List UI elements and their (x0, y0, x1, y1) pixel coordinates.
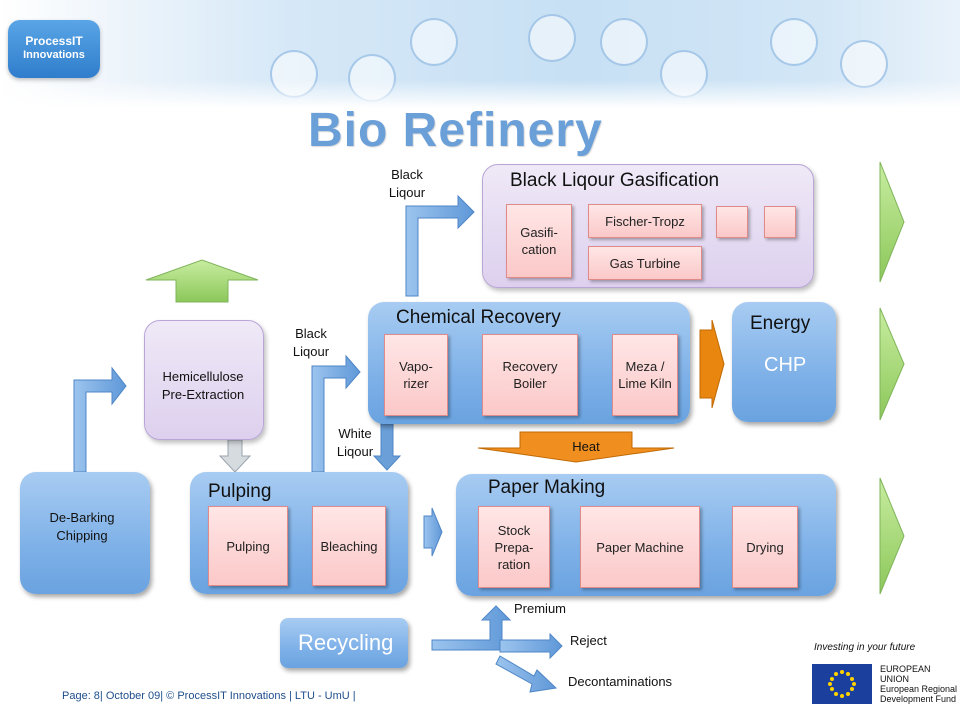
heat-arrow (477, 431, 675, 463)
decontamination-label: Decontaminations (568, 674, 673, 689)
green-right-arrow-2 (879, 307, 905, 421)
orange-right-arrow (699, 319, 725, 409)
blue-bent-arrow-2 (311, 354, 361, 473)
recycling-label: Recycling (298, 630, 394, 655)
network-icon (410, 18, 458, 66)
green-right-arrow-1 (879, 161, 905, 283)
blue-bent-arrow-3 (405, 194, 475, 297)
blue-bent-arrow-1 (73, 366, 127, 473)
fischer-tropz-box: Fischer-Tropz (588, 204, 702, 238)
vaporizer-box: Vapo- rizer (384, 334, 448, 416)
empty-box-1 (716, 206, 748, 238)
hemicellulose-panel (144, 320, 264, 440)
pulping-box: Pulping (208, 506, 288, 586)
chemical-recovery-input-label: Black Liqour (292, 326, 330, 359)
satellite-icon (528, 14, 576, 62)
debarking-label: De-Barking Chipping (49, 510, 115, 543)
paper-machine-box: Paper Machine (580, 506, 700, 588)
blue-right-arrow (423, 507, 443, 557)
logo-line2: Innovations (23, 49, 85, 61)
hemi-down-arrow (218, 439, 252, 473)
energy-panel (732, 302, 836, 422)
energy-title: Energy (750, 313, 811, 334)
eu-flag (812, 664, 872, 704)
bleaching-box: Bleaching (312, 506, 386, 586)
recycling-panel (280, 618, 408, 668)
chp-label: CHP (764, 354, 807, 376)
gasification-input-label: Black Liqour (388, 167, 426, 200)
investing-text: Investing in your future (814, 642, 916, 653)
gasification-box: Gasifi- cation (506, 204, 572, 278)
footer-text: Page: 8| October 09| © ProcessIT Innovat… (62, 690, 356, 702)
page-title: Bio Refinery (308, 104, 603, 157)
eu-stars-icon (828, 670, 856, 698)
green-up-arrow (145, 259, 259, 303)
gas-turbine-box: Gas Turbine (588, 246, 702, 280)
reject-arrow (499, 632, 563, 660)
pulping-title: Pulping (208, 481, 272, 502)
hemicellulose-label: Hemicellulose Pre-Extraction (161, 369, 245, 402)
empty-box-2 (764, 206, 796, 238)
reject-label: Reject (570, 633, 607, 648)
debarking-panel (20, 472, 150, 594)
premium-label: Premium (514, 601, 567, 616)
decontamination-arrow (495, 655, 558, 693)
green-right-arrow-3 (879, 477, 905, 595)
white-liqour-arrow (372, 423, 402, 471)
lightbulb-icon (770, 18, 818, 66)
banner-fade (0, 80, 960, 108)
phone-icon (600, 18, 648, 66)
white-liqour-label: White Liqour (336, 426, 374, 459)
meza-lime-kiln-box: Meza / Lime Kiln (612, 334, 678, 416)
stock-preparation-box: Stock Prepa- ration (478, 506, 550, 588)
logo-line1: ProcessIT (25, 34, 83, 48)
recovery-boiler-box: Recovery Boiler (482, 334, 578, 416)
eu-text: EUROPEAN UNION European Regional Develop… (880, 664, 958, 704)
paper-making-title: Paper Making (488, 477, 606, 498)
heat-label: Heat (572, 439, 600, 454)
gasification-title: Black Liqour Gasification (510, 170, 720, 191)
drying-box: Drying (732, 506, 798, 588)
premium-arrow (431, 605, 512, 651)
processit-logo: ProcessIT Innovations (8, 20, 100, 78)
chemical-recovery-title: Chemical Recovery (396, 307, 561, 328)
